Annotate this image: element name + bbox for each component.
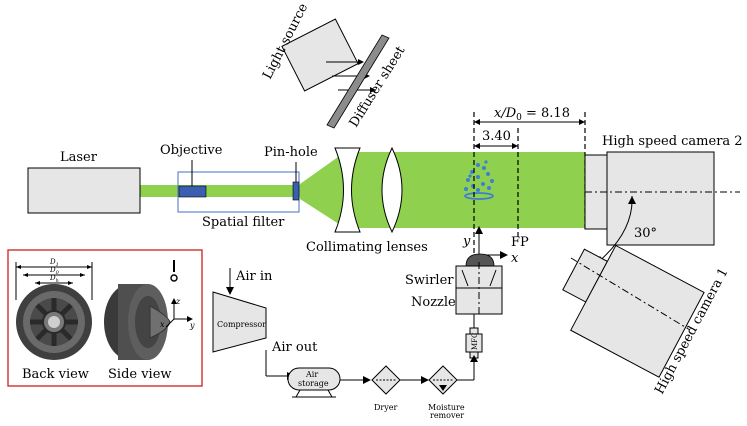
- side-view-label: Side view: [108, 367, 172, 382]
- laser-label: Laser: [60, 150, 98, 165]
- compressor: [212, 291, 267, 353]
- collimating-lenses-label: Collimating lenses: [306, 240, 428, 255]
- camera1-body: [570, 244, 705, 378]
- pinhole-label: Pin-hole: [264, 145, 318, 160]
- objective-lens: [178, 185, 207, 198]
- light-source-box: [281, 18, 359, 92]
- fp-label: FP: [511, 235, 529, 250]
- pinhole: [292, 181, 300, 201]
- dryer-label: Dryer: [374, 403, 397, 412]
- compressor-label: Compressor: [217, 320, 266, 329]
- nozzle-dome: [465, 253, 495, 267]
- d1-label: D1: [49, 258, 59, 268]
- laser-box: [27, 167, 141, 214]
- diffuser-sheet: [326, 34, 390, 129]
- dh-label: Dh: [49, 274, 59, 284]
- air-storage-label-2: storage: [298, 379, 329, 388]
- droplet-spray: [464, 160, 494, 192]
- y-axis-label: y: [462, 234, 471, 249]
- swirler-label: Swirler: [405, 273, 454, 288]
- back-view-label: Back view: [22, 367, 89, 382]
- inset-x-label: x: [160, 320, 165, 329]
- inset-z-label: z: [175, 297, 181, 306]
- dryer: [371, 365, 401, 395]
- distance-label: 3.40: [482, 129, 511, 144]
- d0-label: D0: [49, 266, 60, 276]
- concave-lens: [334, 147, 361, 233]
- convex-lens: [381, 146, 403, 234]
- moisture-remover: [428, 365, 458, 395]
- air-storage-label-1: Air: [305, 370, 318, 379]
- swirl-ring: [464, 192, 494, 200]
- light-rays: [326, 59, 376, 93]
- nozzle-label: Nozzle: [411, 295, 456, 310]
- angle-label: 30°: [634, 226, 657, 241]
- air-in-label: Air in: [235, 269, 273, 284]
- inset-y-label: y: [189, 321, 195, 330]
- ratio-label: x/D0 = 8.18: [494, 106, 570, 123]
- moisture-remover-label-1: Moisture: [428, 403, 465, 412]
- moisture-remover-label-2: remover: [430, 411, 464, 420]
- key-icon: [170, 260, 178, 282]
- camera2-body: [606, 151, 715, 246]
- diameter-markers: [15, 262, 93, 300]
- mfc-label: MFC: [471, 333, 479, 350]
- x-axis-label: x: [511, 251, 519, 266]
- air-storage-tank: [287, 367, 341, 391]
- objective-label: Objective: [160, 143, 223, 158]
- spatial-filter-label: Spatial filter: [202, 215, 285, 230]
- camera2-label: High speed camera 2: [602, 134, 743, 149]
- air-out-label: Air out: [271, 340, 318, 355]
- expanding-beam: [300, 152, 345, 228]
- laser-beam: [140, 185, 305, 197]
